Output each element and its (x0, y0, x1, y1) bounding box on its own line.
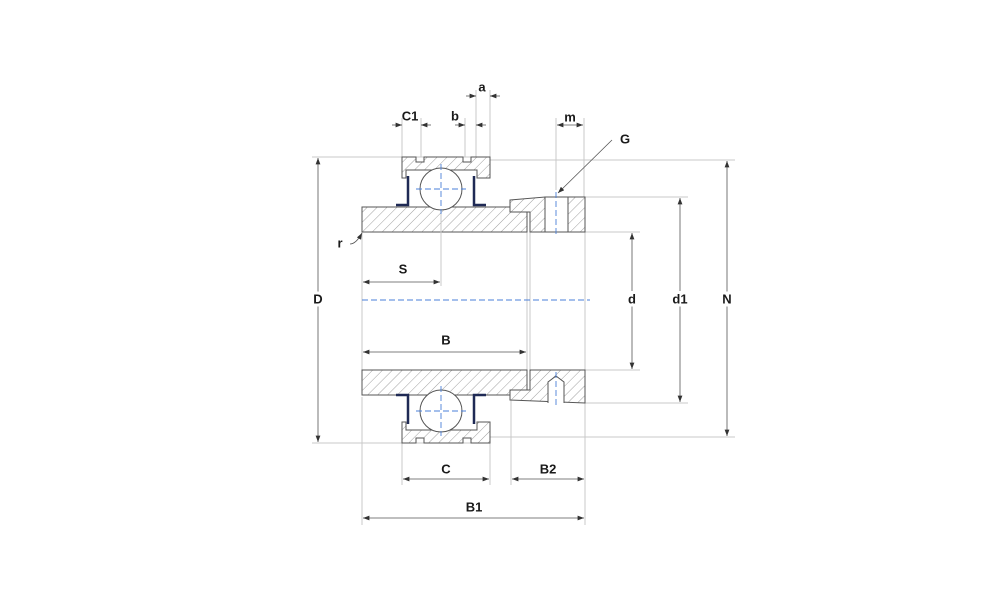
label-m: m (564, 109, 576, 124)
label-c1: C1 (402, 108, 419, 123)
extension-lines (312, 90, 735, 525)
set-screw (544, 196, 569, 233)
label-b-small: b (451, 108, 459, 123)
outer-ring-lower (401, 421, 491, 444)
label-c: C (441, 461, 451, 476)
inner-ring-upper (361, 206, 528, 233)
outer-ring-upper (401, 156, 491, 179)
seals (396, 176, 486, 424)
label-d-bore: d (628, 291, 636, 306)
screw-hole-lower (547, 375, 565, 403)
label-g: G (620, 131, 630, 146)
label-b: B (441, 332, 450, 347)
label-b2: B2 (540, 461, 557, 476)
label-d1: d1 (672, 291, 687, 306)
dimension-lines (315, 93, 730, 521)
label-b1: B1 (466, 499, 483, 514)
label-s: S (399, 261, 408, 276)
label-r: r (337, 235, 342, 250)
label-a: a (478, 79, 486, 94)
label-d-outer: D (313, 291, 322, 306)
label-n: N (722, 291, 731, 306)
centerlines (362, 164, 590, 436)
